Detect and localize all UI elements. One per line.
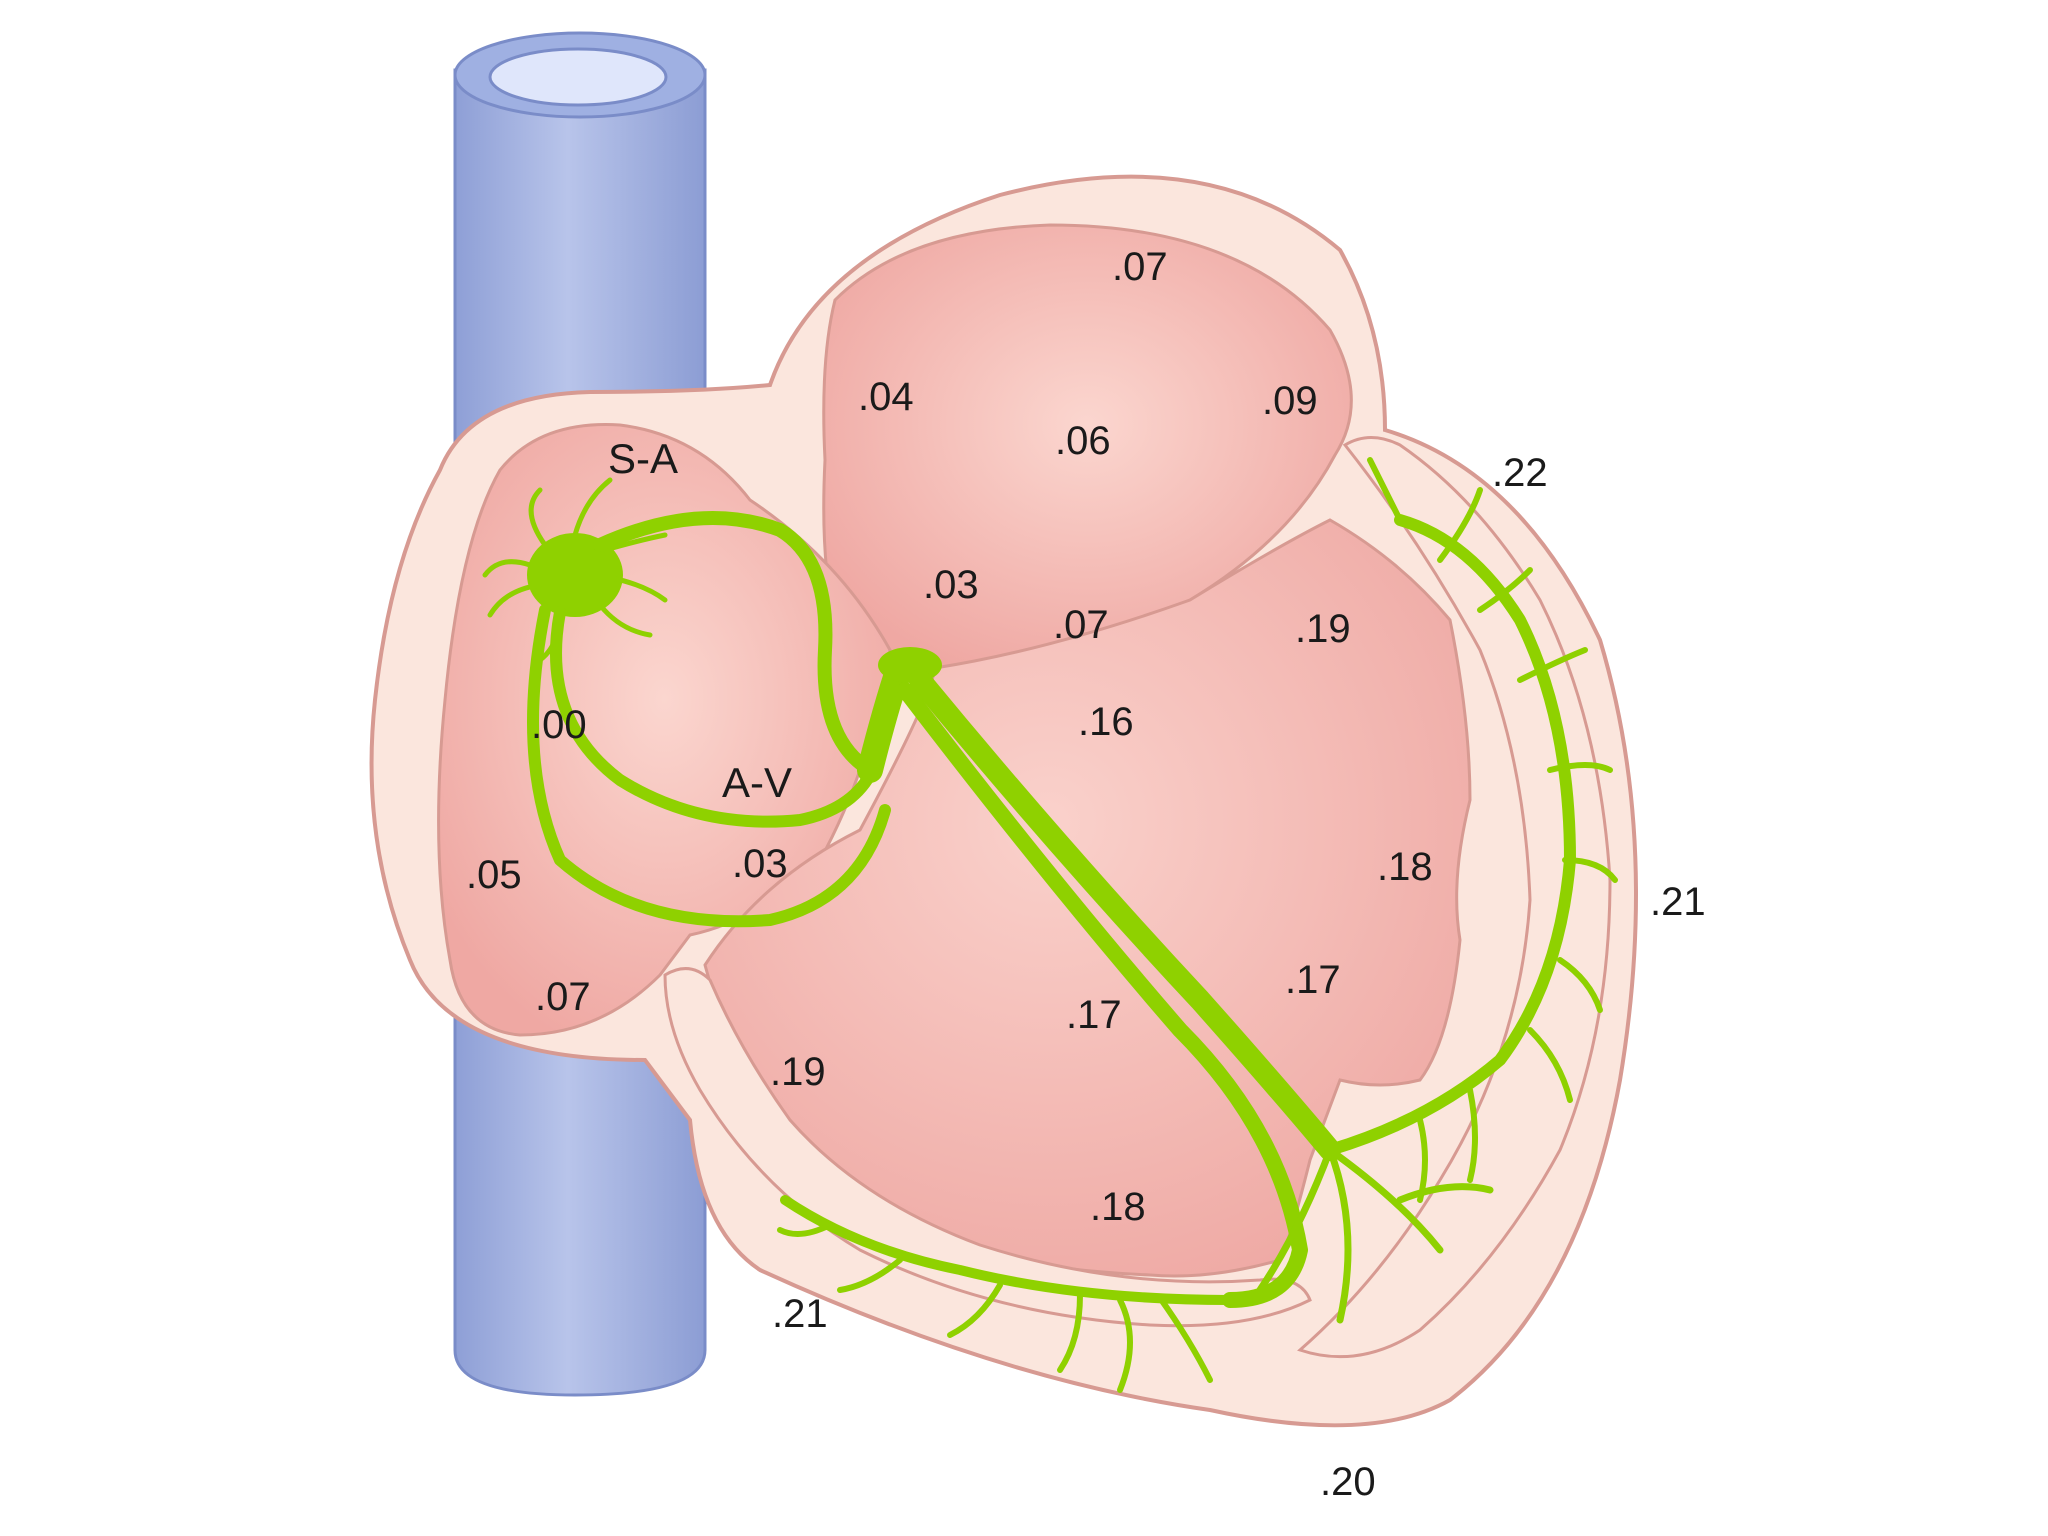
- timing-ra-center: .00: [531, 703, 587, 747]
- timing-septum-top: .16: [1078, 700, 1134, 744]
- timing-la-av: .03: [923, 563, 979, 607]
- timing-av-path: .03: [732, 842, 788, 886]
- timing-apex: .20: [1320, 1460, 1376, 1504]
- timing-lv-upper: .19: [1295, 607, 1351, 651]
- timing-la-center: .06: [1055, 419, 1111, 463]
- timing-rv-upper: .19: [770, 1050, 826, 1094]
- timing-lv-mid: .18: [1377, 845, 1433, 889]
- timing-ra-bottom: .07: [535, 975, 591, 1019]
- timing-lv-outer: .21: [1650, 880, 1706, 924]
- timing-ra-side: .05: [466, 853, 522, 897]
- timing-la-left: .04: [858, 375, 914, 419]
- timing-septum-right: .17: [1285, 958, 1341, 1002]
- timing-rv-mid: .17: [1066, 993, 1122, 1037]
- av-node-label: A-V: [722, 759, 792, 806]
- timing-la-right: .09: [1262, 379, 1318, 423]
- timing-lv-apex-top: .22: [1492, 451, 1548, 495]
- timing-la-top: .07: [1112, 245, 1168, 289]
- timing-rv-low: .18: [1090, 1185, 1146, 1229]
- timing-rv-outer: .21: [772, 1292, 828, 1336]
- sa-node-label: S-A: [608, 435, 678, 482]
- timing-la-bottom: .07: [1053, 603, 1109, 647]
